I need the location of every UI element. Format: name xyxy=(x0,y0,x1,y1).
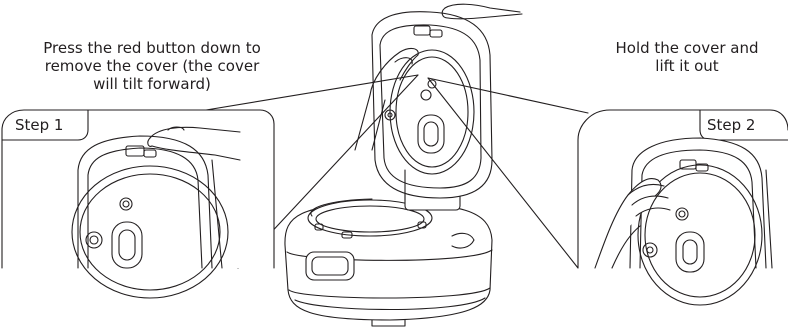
step2-panel xyxy=(578,110,788,305)
step1-caption-line: Press the red button down to xyxy=(2,39,302,57)
step2-caption-line: lift it out xyxy=(588,57,786,75)
step1-caption-line: will tilt forward) xyxy=(2,75,302,93)
step1-caption: Press the red button down to remove the … xyxy=(2,39,302,93)
inner-cover xyxy=(390,50,474,174)
hand-top xyxy=(445,4,520,12)
step1-label: Step 1 xyxy=(15,116,63,134)
rice-cooker xyxy=(285,4,522,326)
step2-label: Step 2 xyxy=(707,116,755,134)
display-panel xyxy=(306,252,354,280)
step2-caption: Hold the cover and lift it out xyxy=(588,39,786,75)
step2-caption-line: Hold the cover and xyxy=(588,39,786,57)
step1-caption-line: remove the cover (the cover xyxy=(2,57,302,75)
step1-lid xyxy=(78,136,212,268)
step1-panel xyxy=(2,110,274,298)
